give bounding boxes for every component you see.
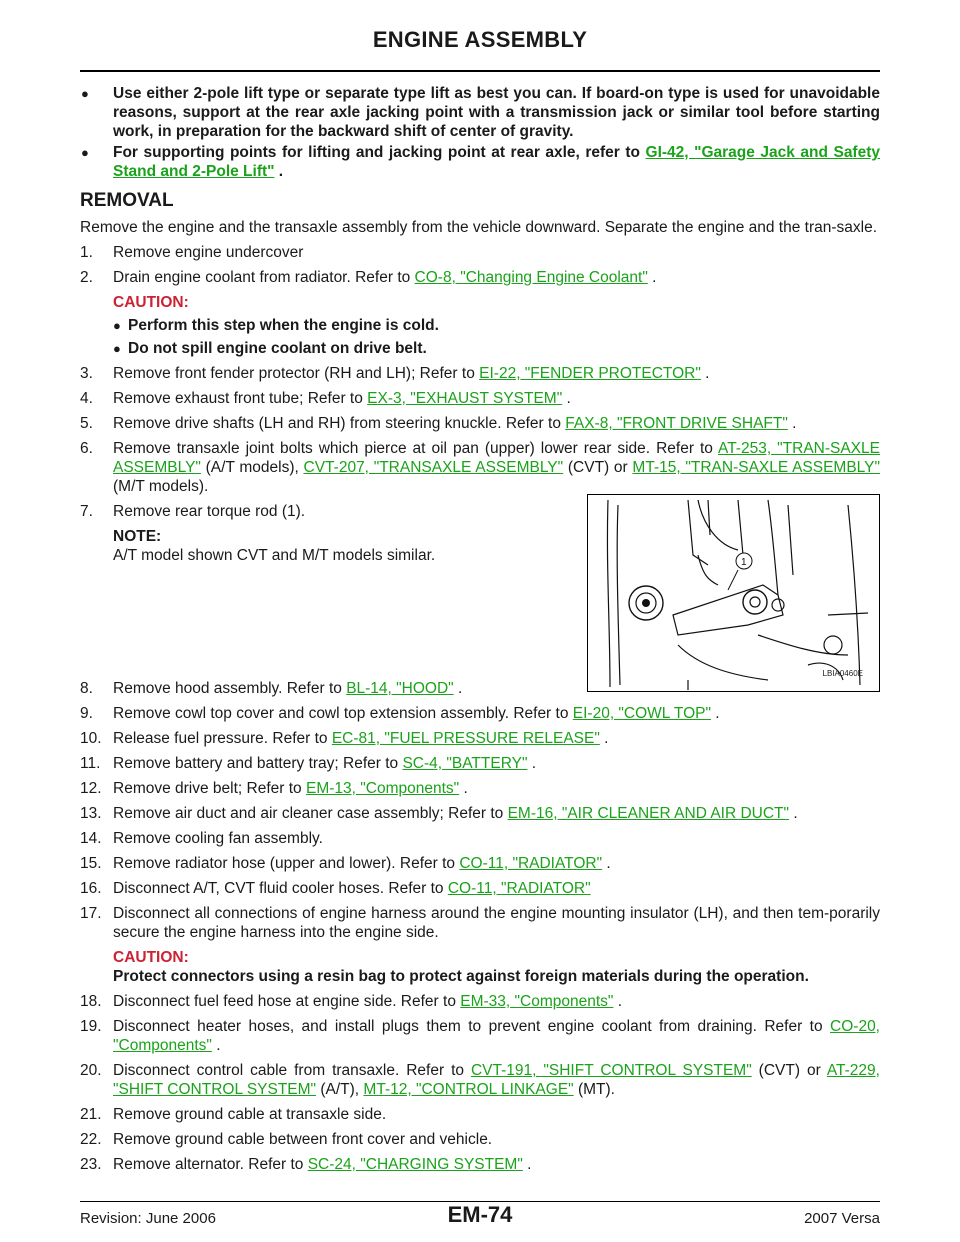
step-item: 15.Remove radiator hose (upper and lower… bbox=[80, 855, 611, 872]
ref-link[interactable]: EM-16, "AIR CLEANER AND AIR DUCT" bbox=[507, 805, 790, 822]
caution-heading: CAUTION: bbox=[113, 294, 189, 311]
step-item: 19.Disconnect heater hoses, and install … bbox=[80, 1018, 880, 1054]
ref-link[interactable]: EM-33, "Components" bbox=[460, 993, 614, 1010]
step-item: 5.Remove drive shafts (LH and RH) from s… bbox=[80, 415, 797, 432]
caution-block: CAUTION: ●Perform this step when the eng… bbox=[80, 293, 880, 358]
note-heading: NOTE: bbox=[113, 528, 162, 545]
page-title: ENGINE ASSEMBLY bbox=[372, 27, 588, 52]
caution-block: CAUTION: Protect connectors using a resi… bbox=[80, 948, 880, 986]
ref-link[interactable]: MT-15, "TRAN-SAXLE ASSEMBLY" bbox=[632, 459, 880, 476]
step-item: 21.Remove ground cable at transaxle side… bbox=[80, 1106, 387, 1123]
document-body: ● Use either 2-pole lift type or separat… bbox=[80, 84, 880, 1180]
header-rule bbox=[80, 70, 880, 72]
ref-link[interactable]: FAX-8, "FRONT DRIVE SHAFT" bbox=[565, 415, 788, 432]
step-item: 16.Disconnect A/T, CVT fluid cooler hose… bbox=[80, 880, 591, 897]
ref-link[interactable]: SC-24, "CHARGING SYSTEM" bbox=[307, 1156, 523, 1173]
section-intro: Remove the engine and the transaxle asse… bbox=[80, 219, 878, 236]
ref-link[interactable]: CVT-191, "SHIFT CONTROL SYSTEM" bbox=[470, 1062, 752, 1079]
ref-link[interactable]: EC-81, "FUEL PRESSURE RELEASE" bbox=[331, 730, 600, 747]
rear-torque-rod-illustration: 1 bbox=[606, 499, 869, 690]
bullet-icon: ● bbox=[113, 341, 121, 356]
footer-rule bbox=[80, 1201, 880, 1202]
figure-code: LBIA0460E bbox=[822, 669, 863, 678]
step-item: 18.Disconnect fuel feed hose at engine s… bbox=[80, 993, 623, 1010]
step-item: 14.Remove cooling fan assembly. bbox=[80, 830, 323, 847]
rear-torque-rod-figure: 1 LBIA0460E bbox=[587, 494, 880, 692]
step-item: 11.Remove battery and battery tray; Refe… bbox=[80, 755, 537, 772]
step-item: 10.Release fuel pressure. Refer to EC-81… bbox=[80, 730, 609, 747]
ref-link[interactable]: EI-22, "FENDER PROTECTOR" bbox=[479, 365, 701, 382]
ref-link[interactable]: CO-8, "Changing Engine Coolant" bbox=[414, 269, 648, 286]
step-item: 12.Remove drive belt; Refer to EM-13, "C… bbox=[80, 780, 468, 797]
ref-link[interactable]: AT-229, "SHIFT CONTROL SYSTEM" bbox=[113, 1062, 880, 1098]
footer-revision: Revision: June 2006 bbox=[80, 1210, 216, 1227]
figure-callout-label: 1 bbox=[741, 557, 747, 568]
step-item: 17.Disconnect all connections of engine … bbox=[80, 905, 880, 941]
step-item: 1.Remove engine undercover bbox=[80, 244, 304, 261]
step-item: 22.Remove ground cable between front cov… bbox=[80, 1131, 493, 1148]
ref-link[interactable]: EI-20, "COWL TOP" bbox=[572, 705, 711, 722]
ref-link[interactable]: EM-13, "Components" bbox=[305, 780, 460, 797]
step-item: 2.Drain engine coolant from radiator. Re… bbox=[80, 269, 657, 286]
ref-link[interactable]: BL-14, "HOOD" bbox=[346, 680, 454, 697]
caution-heading: CAUTION: bbox=[113, 949, 189, 966]
bullet-icon: ● bbox=[113, 318, 121, 333]
step-item: 20.Disconnect control cable from transax… bbox=[80, 1062, 880, 1098]
caution-item: ●Perform this step when the engine is co… bbox=[113, 317, 439, 334]
caution-item: ●Do not spill engine coolant on drive be… bbox=[113, 340, 427, 357]
footer-model: 2007 Versa bbox=[804, 1210, 880, 1227]
ref-link[interactable]: CO-20, "Components" bbox=[113, 1018, 880, 1054]
step-item: 9.Remove cowl top cover and cowl top ext… bbox=[80, 705, 720, 722]
bullet-icon: ● bbox=[81, 86, 89, 101]
step-item: 4.Remove exhaust front tube; Refer to EX… bbox=[80, 390, 571, 407]
step-item: 23.Remove alternator. Refer to SC-24, "C… bbox=[80, 1156, 532, 1173]
footer-page-number: EM-74 bbox=[447, 1202, 513, 1227]
ref-link[interactable]: CO-11, "RADIATOR" bbox=[459, 855, 603, 872]
ref-link[interactable]: CVT-207, "TRANSAXLE ASSEMBLY" bbox=[303, 459, 564, 476]
ref-link[interactable]: AT-253, "TRAN-SAXLE ASSEMBLY" bbox=[113, 440, 880, 476]
intro-bullet: ● For supporting points for lifting and … bbox=[81, 144, 880, 180]
ref-link[interactable]: EX-3, "EXHAUST SYSTEM" bbox=[367, 390, 563, 407]
step-item: 13.Remove air duct and air cleaner case … bbox=[80, 805, 798, 822]
note-block: NOTE: A/T model shown CVT and M/T models… bbox=[80, 527, 880, 673]
ref-link[interactable]: SC-4, "BATTERY" bbox=[402, 755, 528, 772]
intro-bullet: ● Use either 2-pole lift type or separat… bbox=[81, 85, 880, 140]
step-item: 7.Remove rear torque rod (1). bbox=[80, 503, 306, 520]
step-item: 3.Remove front fender protector (RH and … bbox=[80, 365, 710, 382]
ref-link[interactable]: GI-42, "Garage Jack and Safety Stand and… bbox=[113, 144, 880, 180]
caution-text: Protect connectors using a resin bag to … bbox=[113, 968, 809, 985]
bullet-icon: ● bbox=[81, 145, 89, 160]
note-text: A/T model shown CVT and M/T models simil… bbox=[113, 547, 436, 564]
section-heading: REMOVAL bbox=[80, 190, 174, 211]
ref-link[interactable]: CO-11, "RADIATOR" bbox=[447, 880, 591, 897]
ref-link[interactable]: MT-12, "CONTROL LINKAGE" bbox=[363, 1081, 574, 1098]
step-item: 6.Remove transaxle joint bolts which pie… bbox=[80, 440, 880, 495]
step-item: 8.Remove hood assembly. Refer to BL-14, … bbox=[80, 680, 463, 697]
